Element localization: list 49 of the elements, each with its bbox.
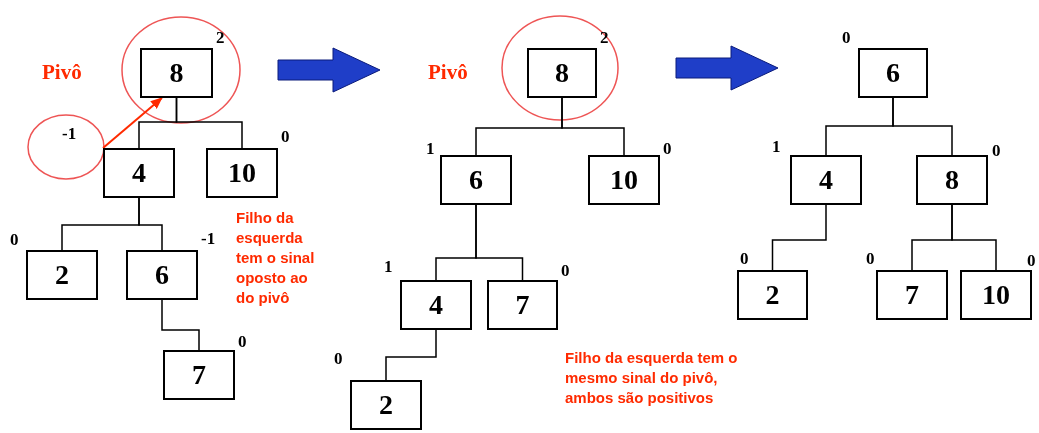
- balance-factor: 2: [600, 28, 609, 48]
- balance-factor: 2: [216, 28, 225, 48]
- tree-node: 10: [588, 155, 660, 205]
- tree-connector: [561, 97, 625, 156]
- balance-factor: 1: [384, 257, 393, 277]
- tree-node: 4: [790, 155, 862, 205]
- tree-connector: [892, 97, 953, 156]
- tree-node: 2: [737, 270, 808, 320]
- tree-node: 6: [126, 250, 198, 300]
- balance-factor: -1: [62, 124, 77, 144]
- tree-node: 8: [140, 48, 213, 98]
- balance-factor: 0: [842, 28, 851, 48]
- tree-node: 7: [487, 280, 558, 330]
- balance-factor: 1: [772, 137, 781, 157]
- tree-node: 6: [440, 155, 512, 205]
- tree-node: 6: [858, 48, 928, 98]
- tree-node: 4: [103, 148, 175, 198]
- tree-connector: [161, 299, 200, 351]
- balance-factor: 0: [663, 139, 672, 159]
- balance-factor: 0: [238, 332, 247, 352]
- note-text: Filho da esquerda tem o sinal oposto ao do pivô: [236, 208, 316, 308]
- pivot-label: Pivô: [428, 60, 468, 85]
- tree-node: 10: [206, 148, 278, 198]
- tree-node: 2: [26, 250, 98, 300]
- balance-factor: 0: [740, 249, 749, 269]
- balance-factor: 1: [426, 139, 435, 159]
- tree-connector: [175, 97, 243, 149]
- balance-factor: 0: [1027, 251, 1036, 271]
- pivot-label: Pivô: [42, 60, 82, 85]
- tree-node: 10: [960, 270, 1032, 320]
- tree-node: 8: [916, 155, 988, 205]
- tree-connector: [475, 204, 524, 281]
- balance-factor: 0: [561, 261, 570, 281]
- note-text: Filho da esquerda tem o mesmo sinal do pivô, ambos são positivos: [565, 348, 739, 408]
- balance-factor: -1: [201, 229, 216, 249]
- tree-node: 4: [400, 280, 472, 330]
- tree-connector: [951, 204, 997, 271]
- tree-node: 7: [163, 350, 235, 400]
- tree-node: 7: [876, 270, 948, 320]
- balance-factor: 0: [992, 141, 1001, 161]
- tree-node: 8: [527, 48, 597, 98]
- tree-connector: [385, 329, 437, 381]
- tree-connector: [771, 204, 827, 271]
- balance-factor: 0: [10, 230, 19, 250]
- balance-factor: 0: [866, 249, 875, 269]
- tree-node: 2: [350, 380, 422, 430]
- balance-factor: 0: [281, 127, 290, 147]
- tree-connector: [138, 197, 163, 251]
- balance-factor: 0: [334, 349, 343, 369]
